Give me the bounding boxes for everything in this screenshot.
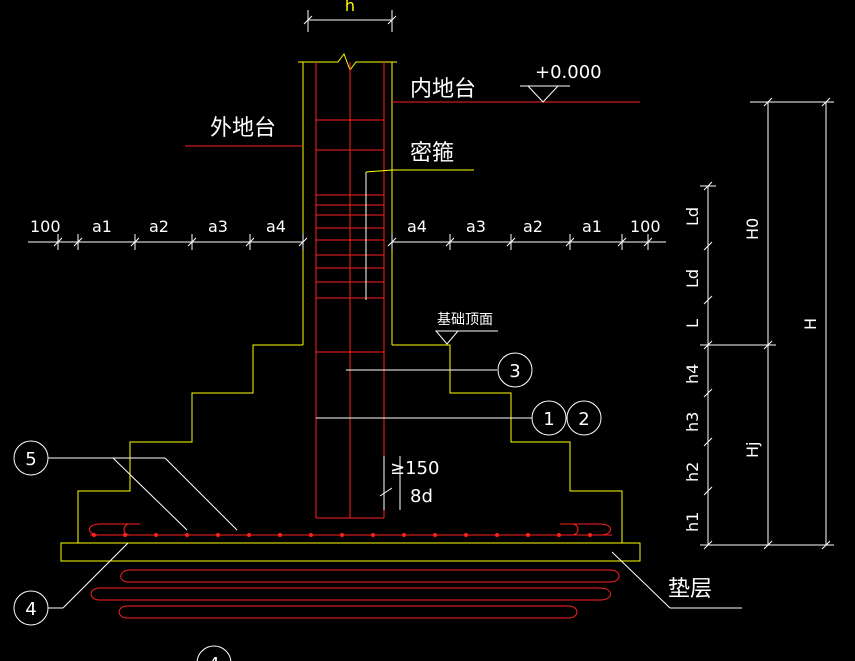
dim-l: L (683, 319, 702, 328)
dim-tick (703, 181, 713, 191)
rebar-dot (371, 533, 375, 537)
dim-h-label: h (345, 0, 355, 15)
cushion-callout: 垫层 (611, 551, 742, 609)
dim-tick (703, 295, 713, 305)
rebar-dot (123, 533, 127, 537)
dim-h3: h3 (683, 412, 702, 432)
dim-ld-mid: Ld (683, 269, 702, 288)
dim-right-a3: a3 (466, 217, 486, 236)
dimension-h: h (303, 0, 397, 32)
embed-length-note: ≥150 8d (379, 456, 439, 510)
marker-1: 1 (543, 409, 554, 430)
dim-left-a2: a2 (149, 217, 169, 236)
callout-1-2: 1 2 (316, 400, 602, 436)
column-outline (298, 52, 397, 345)
dim-tick (821, 97, 831, 107)
eight-d-label: 8d (410, 486, 433, 507)
dim-tick (703, 340, 713, 350)
rebar-dot (340, 533, 344, 537)
rebar-dot (154, 533, 158, 537)
callout-5: 5 (13, 440, 238, 531)
elevation-mark: +0.000 (520, 62, 602, 103)
dim-h0: H0 (743, 218, 762, 240)
horizontal-dimension-chain: 100 a1 a2 a3 a4 a4 a3 a2 a1 100 (28, 217, 666, 250)
bottom-rebar (89, 523, 620, 619)
foundation-top-label: 基础顶面 (437, 311, 493, 328)
dim-left-100: 100 (30, 217, 61, 236)
dense-stirrup-label: 密箍 (410, 141, 454, 166)
callout-4-bottom: 4 (196, 645, 232, 661)
elevation-label: +0.000 (535, 62, 602, 83)
dim-h-total: H (801, 318, 820, 330)
cushion-label: 垫层 (668, 577, 712, 602)
dim-left-a4: a4 (266, 217, 286, 236)
dim-tick (703, 388, 713, 398)
dim-tick (763, 540, 773, 550)
rebar-dot (92, 533, 96, 537)
marker-2: 2 (578, 409, 589, 430)
dim-tick (821, 540, 831, 550)
rebar-dot (185, 533, 189, 537)
dim-hj: Hj (743, 442, 762, 458)
dim-ld-top: Ld (683, 207, 702, 226)
rebar-dot (526, 533, 530, 537)
column-rebar (315, 62, 385, 519)
outer-ground-label: 外地台 (210, 116, 276, 141)
dim-tick (763, 97, 773, 107)
foundation-right-step-outline (392, 344, 623, 543)
vertical-dimension-chain: Ld Ld L h4 h3 h2 h1 H0 Hj H (683, 97, 834, 550)
rebar-dot (309, 533, 313, 537)
dim-right-a4: a4 (407, 217, 427, 236)
rebar-dot (464, 533, 468, 537)
foundation-left-step-outline (77, 344, 303, 543)
dim-h1: h1 (683, 512, 702, 532)
marker-5: 5 (25, 449, 36, 470)
rebar-dot (402, 533, 406, 537)
rebar-dot (588, 533, 592, 537)
dim-tick (703, 540, 713, 550)
inner-ground-label: 内地台 (410, 77, 476, 102)
dim-h2: h2 (683, 462, 702, 482)
marker-4-bottom: 4 (208, 654, 219, 661)
rebar-dot (216, 533, 220, 537)
dim-tick (703, 486, 713, 496)
rebar-dot (278, 533, 282, 537)
dim-h4: h4 (683, 364, 702, 384)
dim-tick (763, 340, 773, 350)
rebar-dot (557, 533, 561, 537)
marker-3: 3 (509, 361, 520, 382)
dim-left-a3: a3 (208, 217, 228, 236)
dim-left-a1: a1 (92, 217, 112, 236)
rebar-dot (495, 533, 499, 537)
min-150-label: ≥150 (390, 458, 439, 479)
dim-right-a2: a2 (523, 217, 543, 236)
marker-4: 4 (25, 599, 36, 620)
rebar-dot (433, 533, 437, 537)
callout-3: 3 (346, 352, 533, 388)
dim-right-100: 100 (630, 217, 661, 236)
dim-tick (703, 437, 713, 447)
cushion-slab (60, 542, 641, 562)
foundation-top-mark: 基础顶面 (392, 311, 498, 346)
dim-tick (703, 241, 713, 251)
dim-right-a1: a1 (582, 217, 602, 236)
rebar-dot (247, 533, 251, 537)
callout-4: 4 (13, 542, 129, 626)
